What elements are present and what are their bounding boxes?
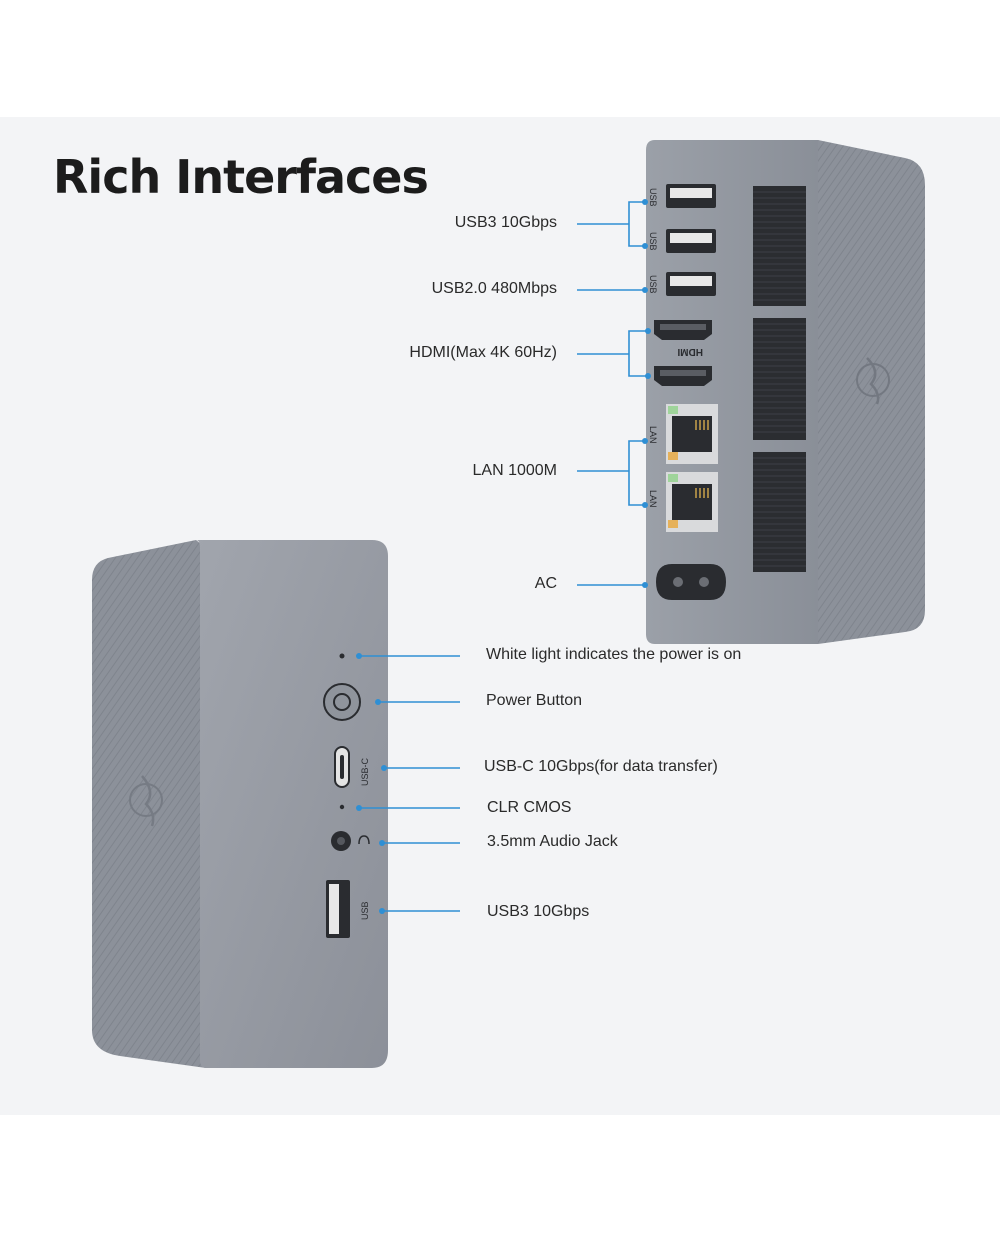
lan-port-icon (666, 472, 718, 532)
hdmi-port-text: HDMI (677, 346, 703, 357)
label-usbc: USB-C 10Gbps(for data transfer) (484, 758, 718, 775)
device-side-texture (818, 140, 925, 644)
page-title: Rich Interfaces (53, 150, 429, 204)
audio-jack-icon (331, 831, 351, 851)
brand-logo-icon (856, 357, 890, 405)
label-power-button: Power Button (486, 692, 583, 709)
power-led-icon (339, 653, 345, 659)
label-power-light: White light indicates the power is on (486, 646, 742, 663)
usb-port-text: USB (648, 275, 658, 294)
headphone-icon (358, 835, 370, 845)
label-clr-cmos: CLR CMOS (487, 799, 572, 816)
vent-grille (753, 186, 806, 572)
lan-port-icon (666, 404, 718, 464)
usb-port-text: USB (648, 188, 658, 207)
hdmi-port-icon (654, 366, 712, 386)
label-hdmi: HDMI(Max 4K 60Hz) (409, 344, 557, 361)
label-audio-jack: 3.5mm Audio Jack (487, 833, 618, 850)
label-lan: LAN 1000M (472, 462, 558, 479)
hdmi-port-icon (654, 320, 712, 340)
lan-port-text: LAN (648, 426, 658, 444)
device-side-texture (92, 540, 206, 1068)
callout-lines (356, 199, 651, 914)
label-usb3-back: USB3 10Gbps (454, 214, 557, 231)
brand-logo-icon (129, 775, 163, 827)
usb-a-port-icon (666, 229, 716, 253)
usb-a-port-icon (666, 184, 716, 208)
label-ac: AC (534, 575, 557, 592)
power-button-icon (323, 683, 361, 721)
label-usb3-front: USB3 10Gbps (487, 903, 590, 920)
usb-a-port-icon (666, 272, 716, 296)
clr-cmos-hole-icon (339, 804, 345, 810)
label-usb2: USB2.0 480Mbps (431, 280, 557, 297)
lan-port-text: LAN (648, 490, 658, 508)
ac-power-port-icon (656, 564, 726, 600)
usb-port-text: USB (360, 901, 370, 920)
usb-c-port-icon (334, 746, 350, 788)
usb-port-text: USB (648, 232, 658, 251)
front-device: USB-C USB (92, 540, 388, 1068)
usbc-port-text: USB-C (360, 757, 370, 786)
back-device: USB USB USB HDMI LAN LAN (646, 140, 925, 644)
usb-a-port-icon (326, 880, 350, 938)
device-front-face (196, 540, 388, 1068)
